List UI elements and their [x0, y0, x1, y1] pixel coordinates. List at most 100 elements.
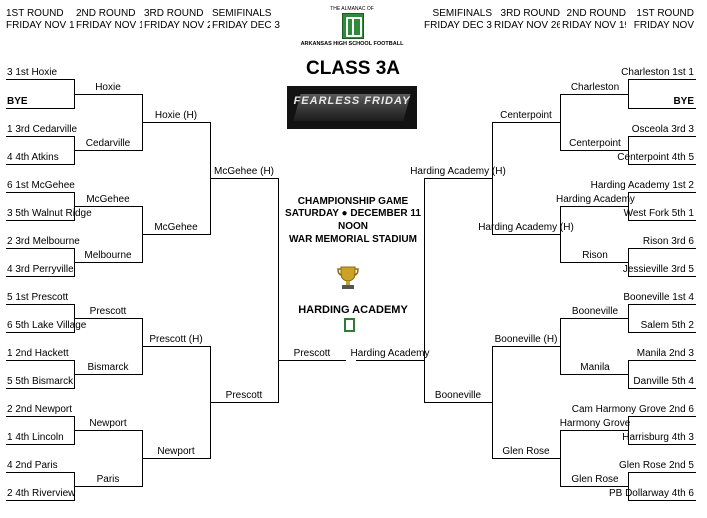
team-slot: Rison 3rd 6	[642, 236, 694, 247]
champion-emblem-icon	[344, 318, 355, 332]
team-slot: 1 4th Lincoln	[7, 432, 64, 443]
header-date: FRIDAY DEC 3	[212, 20, 280, 31]
championship-line3: NOON	[338, 221, 368, 232]
left-finalist: Prescott	[293, 348, 331, 359]
team-slot: Harmony Grove	[559, 418, 631, 429]
header-right-r2: 2ND ROUND RIDAY NOV 19	[562, 8, 626, 32]
team-slot: 2 4th Riverview	[7, 488, 76, 499]
header-round: 1ST ROUND	[636, 8, 694, 19]
team-slot: Booneville	[571, 306, 619, 317]
logo-top-text: THE ALMANAC OF	[330, 6, 374, 12]
header-date: FRIDAY NOV 1	[6, 20, 74, 31]
team-slot: McGehee	[86, 194, 130, 205]
team-slot: 4 3rd Perryville	[7, 264, 74, 275]
team-slot: Centerpoint	[569, 138, 621, 149]
team-slot: Charleston 1st 1	[621, 67, 694, 78]
team-slot: 3 1st Hoxie	[7, 67, 58, 78]
team-slot: Hoxie	[95, 82, 121, 93]
team-slot: Harding Academy 1st 2	[590, 180, 694, 191]
team-slot: BYE	[673, 96, 694, 107]
class-title: CLASS 3A	[306, 58, 400, 79]
team-slot: Bismarck	[87, 362, 129, 373]
team-slot: 1 3rd Cedarville	[7, 124, 78, 135]
fearless-friday-banner: FEARLESS FRIDAY	[287, 86, 417, 129]
team-slot: Newport	[89, 418, 127, 429]
team-slot: 4 4th Atkins	[7, 152, 59, 163]
header-left-r3: 3RD ROUND FRIDAY NOV 2	[144, 8, 210, 32]
header-left-semi: SEMIFINALS FRIDAY DEC 3	[212, 8, 280, 32]
banner-text: FEARLESS FRIDAY	[293, 95, 411, 107]
right-finalist: Harding Academy	[350, 348, 430, 359]
team-slot: Cam Harmony Grove 2nd 6	[571, 404, 694, 415]
team-slot: Harrisburg 4th 3	[622, 432, 694, 443]
header-round: SEMIFINALS	[432, 8, 492, 19]
header-left-r2: 2ND ROUND FRIDAY NOV 1	[76, 8, 142, 32]
team-slot: Charleston	[570, 82, 620, 93]
header-round: 3RD ROUND	[144, 8, 204, 19]
team-slot: Salem 5th 2	[640, 320, 694, 331]
team-slot: Harding Academy (H)	[478, 222, 574, 233]
team-slot: Manila 2nd 3	[636, 348, 694, 359]
team-slot: Prescott	[89, 306, 127, 317]
header-date: FRIDAY NOV 2	[144, 20, 210, 31]
team-slot: Hoxie (H)	[154, 110, 198, 121]
header-date: FRIDAY DEC 3	[424, 20, 492, 31]
header-round: 2ND ROUND	[566, 8, 626, 19]
team-slot: Centerpoint 4th 5	[617, 152, 694, 163]
team-slot: 1 2nd Hackett	[7, 348, 69, 359]
team-slot: Booneville	[434, 390, 482, 401]
header-date: FRIDAY NOV	[633, 20, 694, 31]
team-slot: Melbourne	[84, 250, 132, 261]
champion-name: HARDING ACADEMY	[298, 304, 408, 316]
header-round: 3RD ROUND	[500, 8, 560, 19]
trophy-icon	[337, 266, 359, 289]
championship-line2: SATURDAY ● DECEMBER 11	[285, 208, 421, 219]
team-slot: 3 5th Walnut Ridge	[7, 208, 92, 219]
championship-line4: WAR MEMORIAL STADIUM	[289, 234, 417, 245]
team-slot: Booneville 1st 4	[623, 292, 694, 303]
team-slot: Prescott (H)	[149, 334, 203, 345]
team-slot: Newport	[157, 446, 195, 457]
team-slot: Harding Academy (H)	[410, 166, 506, 177]
header-round: 2ND ROUND	[76, 8, 136, 19]
header-round: 1ST ROUND	[6, 8, 64, 19]
football-field-icon	[342, 13, 364, 39]
team-slot: Paris	[96, 474, 120, 485]
header-right-r3: 3RD ROUND RIDAY NOV 26	[494, 8, 560, 32]
team-slot: Jessieville 3rd 5	[622, 264, 694, 275]
team-slot: 2 2nd Newport	[7, 404, 73, 415]
team-slot: Rison	[582, 250, 608, 261]
championship-line1: CHAMPIONSHIP GAME	[297, 196, 409, 207]
header-date: FRIDAY NOV 1	[76, 20, 142, 31]
team-slot: 5 1st Prescott	[7, 292, 69, 303]
header-right-semi: SEMIFINALS FRIDAY DEC 3	[422, 8, 492, 32]
team-slot: 6 1st McGehee	[7, 180, 75, 191]
team-slot: BYE	[7, 96, 28, 107]
header-date: RIDAY NOV 26	[494, 20, 560, 31]
team-slot: Glen Rose 2nd 5	[618, 460, 694, 471]
team-slot: Harding Academy	[556, 194, 635, 205]
team-slot: Booneville (H)	[494, 334, 558, 345]
team-slot: McGehee	[154, 222, 198, 233]
team-slot: Danville 5th 4	[633, 376, 694, 387]
team-slot: PB Dollarway 4th 6	[608, 488, 694, 499]
header-date: RIDAY NOV 19	[562, 20, 626, 31]
logo-bottom-text: ARKANSAS HIGH SCHOOL FOOTBALL	[300, 41, 404, 47]
almanac-logo: THE ALMANAC OF ARKANSAS HIGH SCHOOL FOOT…	[300, 6, 404, 52]
team-slot: Prescott	[225, 390, 263, 401]
team-slot: Cedarville	[85, 138, 131, 149]
header-left-r1: 1ST ROUND FRIDAY NOV 1	[6, 8, 74, 32]
team-slot: 2 3rd Melbourne	[7, 236, 80, 247]
team-slot: Centerpoint	[500, 110, 552, 121]
team-slot: 5 5th Bismarck	[7, 376, 74, 387]
header-right-r1: 1ST ROUND FRIDAY NOV	[630, 8, 694, 32]
team-slot: McGehee (H)	[213, 166, 274, 177]
team-slot: Osceola 3rd 3	[631, 124, 694, 135]
team-slot: Manila	[580, 362, 610, 373]
team-slot: West Fork 5th 1	[623, 208, 694, 219]
team-slot: Glen Rose	[571, 474, 619, 485]
team-slot: 4 2nd Paris	[7, 460, 58, 471]
header-round: SEMIFINALS	[212, 8, 272, 19]
team-slot: 6 5th Lake Village	[7, 320, 87, 331]
team-slot: Glen Rose	[502, 446, 550, 457]
